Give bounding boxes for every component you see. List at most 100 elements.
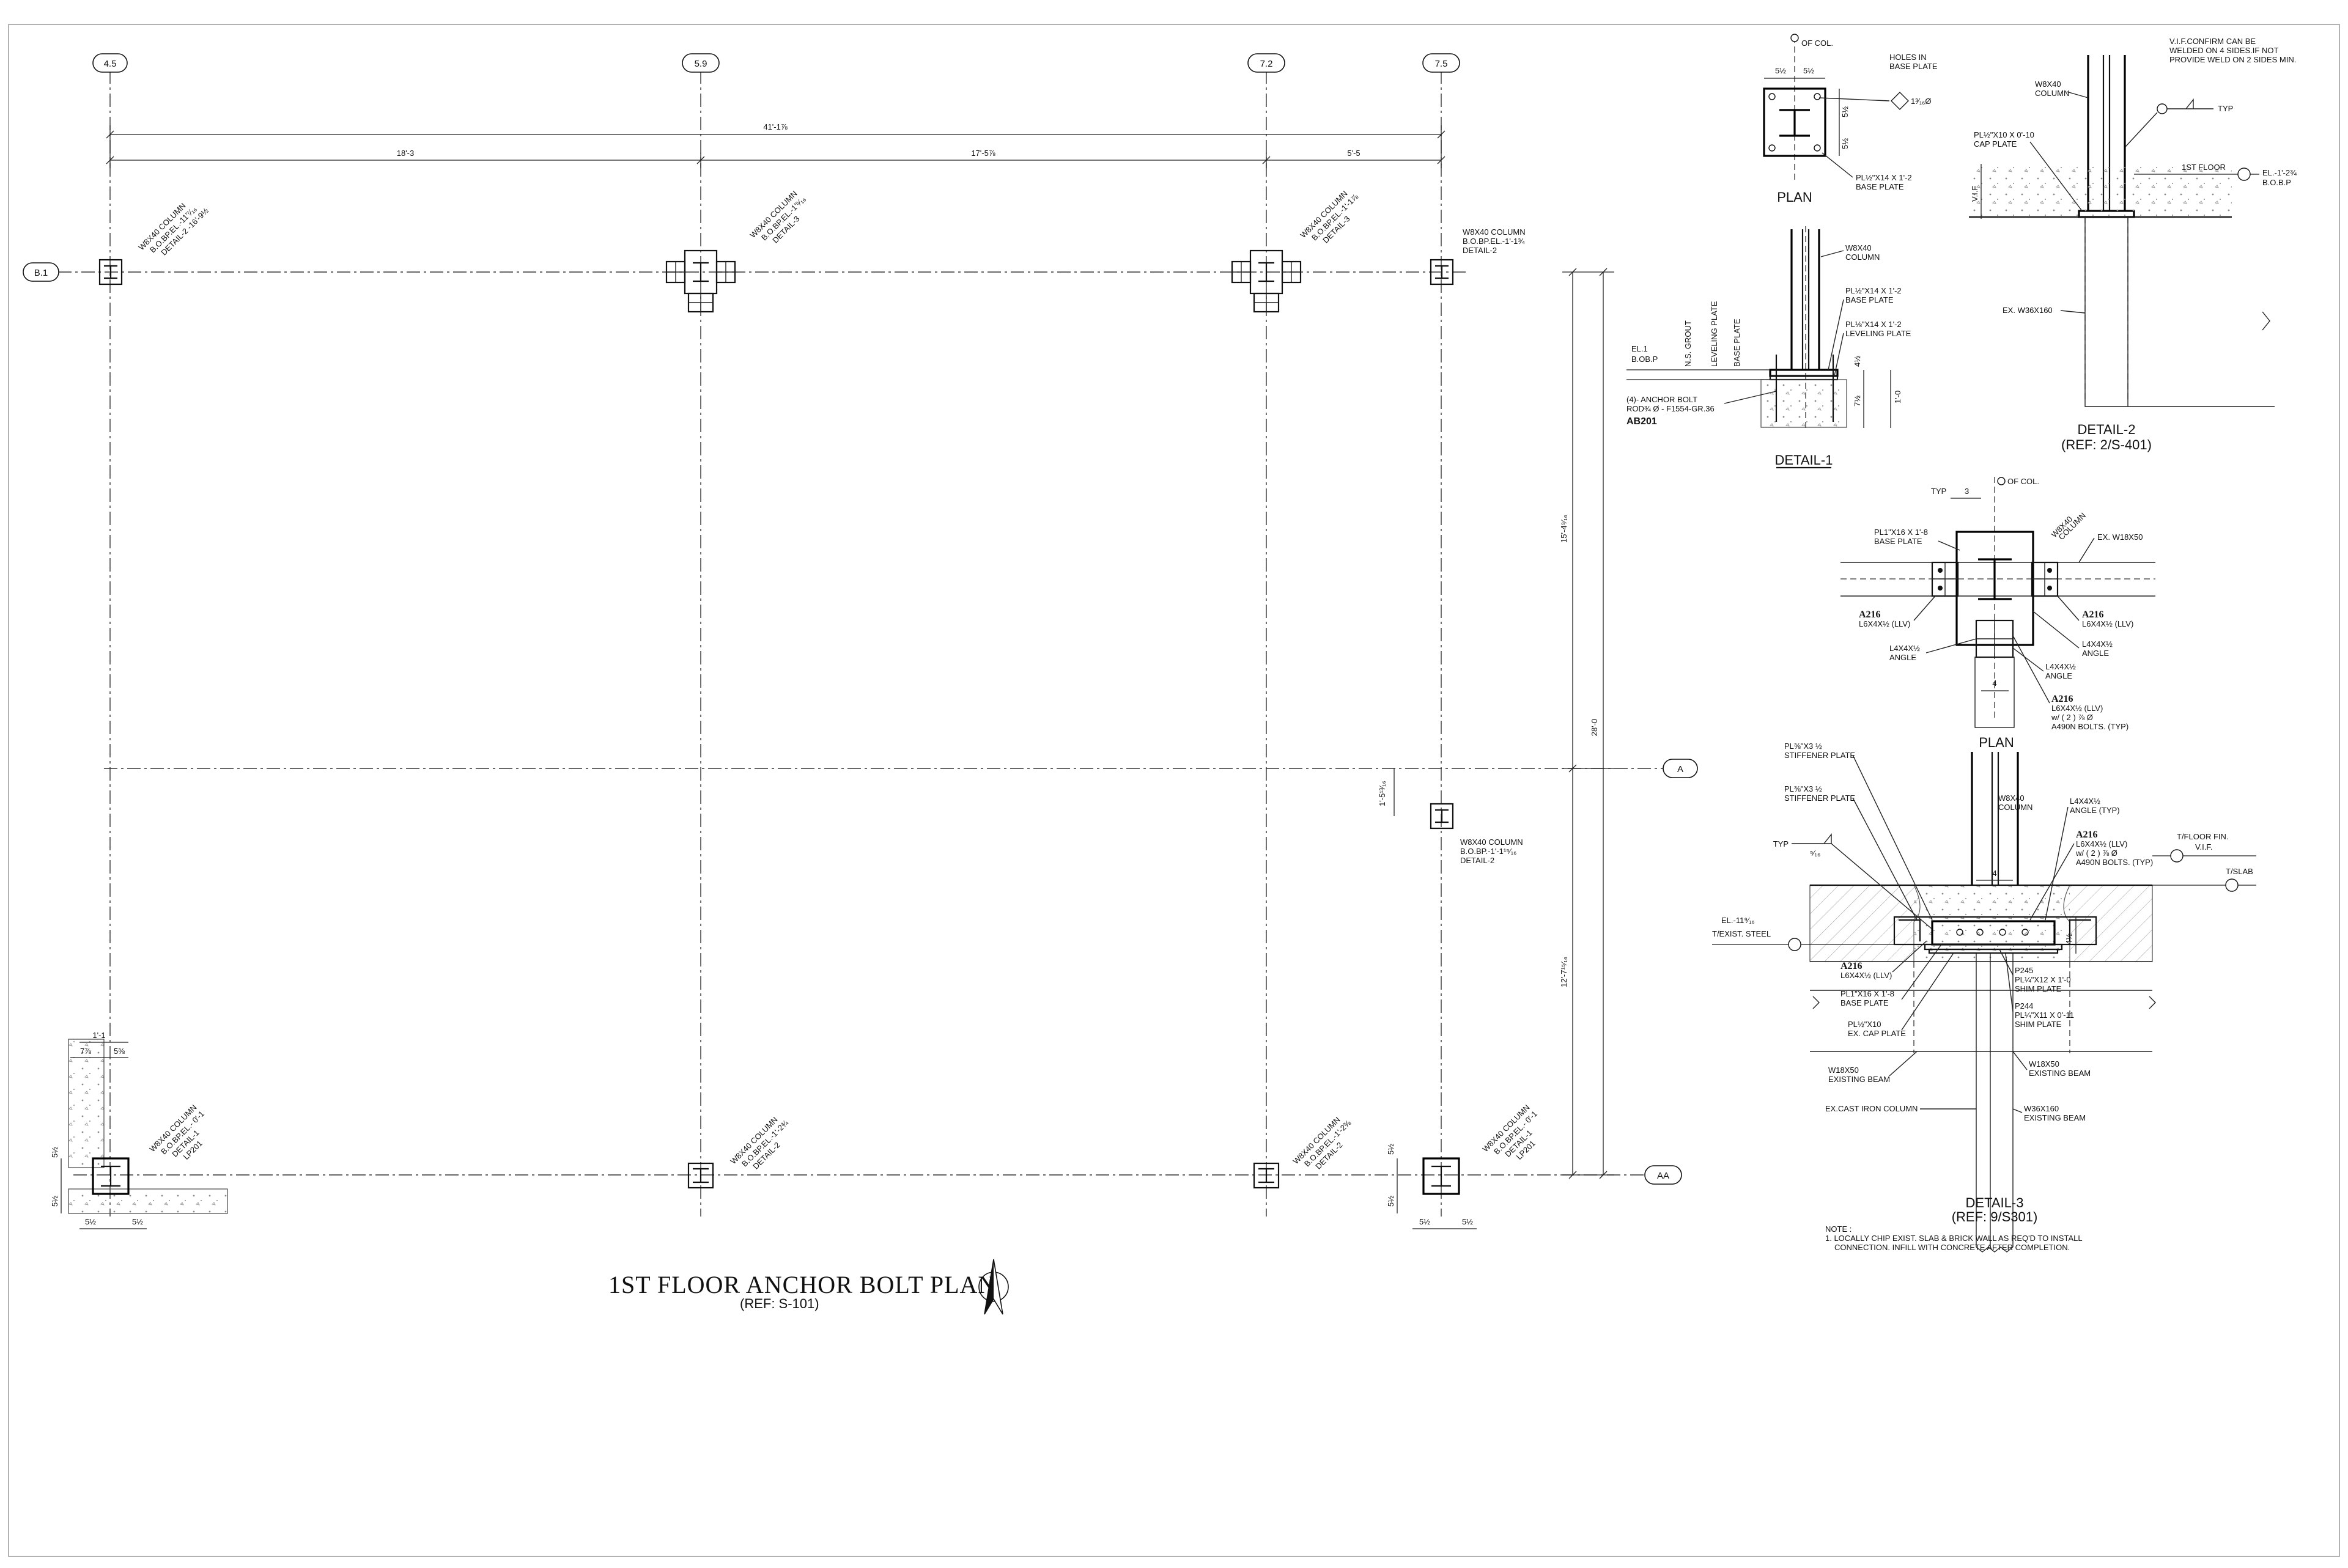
svg-text:PL⅜"X3 ½: PL⅜"X3 ½ xyxy=(1784,784,1822,793)
column-aa-5-9 xyxy=(687,1162,714,1189)
svg-text:P245: P245 xyxy=(2015,966,2033,975)
svg-text:4.5: 4.5 xyxy=(104,59,117,69)
svg-text:⁵⁄₁₆: ⁵⁄₁₆ xyxy=(1810,848,1820,858)
detail-3-plan: OF COL. TYP 3 4 PL1"X16 X 1'-8 BASE PLAT… xyxy=(1840,477,2155,750)
svg-text:EL.-11⁹⁄₁₆: EL.-11⁹⁄₁₆ xyxy=(1721,916,1755,925)
svg-text:CAP PLATE: CAP PLATE xyxy=(1974,139,2017,149)
svg-text:3: 3 xyxy=(1965,487,1969,496)
svg-text:W36X160: W36X160 xyxy=(2024,1104,2059,1113)
detail-2: V.I.F V.I.F.CONFIRM CAN BE WELDED ON 4 S… xyxy=(1969,37,2297,452)
svg-text:5½: 5½ xyxy=(1840,106,1850,117)
svg-text:PL¼"X11 X 0'-11: PL¼"X11 X 0'-11 xyxy=(2015,1010,2074,1020)
svg-text:BASE PLATE: BASE PLATE xyxy=(1856,182,1904,191)
detail-1: OF COL. 5½ 5½ 5½ 5½ HOLES IN BASE PLATE … xyxy=(1626,34,1938,469)
svg-text:(4)- ANCHOR BOLT: (4)- ANCHOR BOLT xyxy=(1626,395,1697,404)
svg-text:5½: 5½ xyxy=(1386,1196,1395,1207)
svg-text:STIFFENER PLATE: STIFFENER PLATE xyxy=(1784,751,1855,760)
svg-text:PL½"X14 X 1'-2: PL½"X14 X 1'-2 xyxy=(1856,173,1912,182)
svg-text:5½: 5½ xyxy=(50,1196,59,1207)
svg-text:L6X4X½ (LLV): L6X4X½ (LLV) xyxy=(2051,704,2103,713)
svg-text:BASE PLATE: BASE PLATE xyxy=(1889,62,1938,71)
svg-text:1'-1: 1'-1 xyxy=(92,1031,105,1040)
svg-text:L6X4X½ (LLV): L6X4X½ (LLV) xyxy=(1859,619,1910,628)
svg-text:EX. W18X50: EX. W18X50 xyxy=(2097,532,2143,542)
grid-bubble-5-9: 5.9 xyxy=(682,53,720,73)
column-tag-9: W8X40 COLUMN B.O.BP.EL.- 0'-1 DETAIL-1 L… xyxy=(1481,1103,1539,1161)
svg-text:A490N BOLTS. (TYP): A490N BOLTS. (TYP) xyxy=(2051,722,2128,731)
svg-text:W8X40: W8X40 xyxy=(1998,793,2025,803)
svg-text:L4X4X½: L4X4X½ xyxy=(2045,662,2076,671)
svg-text:LEVELING PLATE: LEVELING PLATE xyxy=(1710,301,1719,367)
svg-text:L6X4X½ (LLV): L6X4X½ (LLV) xyxy=(2076,839,2127,848)
svg-text:L4X4X½: L4X4X½ xyxy=(2082,639,2113,649)
svg-text:EX. CAP PLATE: EX. CAP PLATE xyxy=(1848,1029,1906,1038)
note-line-1: 1. LOCALLY CHIP EXIST. SLAB & BRICK WALL… xyxy=(1825,1234,2083,1243)
column-tag-3: W8X40 COLUMN B.O.BP.EL.-1'-1⅞ DETAIL-3 xyxy=(1299,189,1360,245)
svg-text:5⅜: 5⅜ xyxy=(114,1047,125,1056)
plan-ref: (REF: S-101) xyxy=(740,1296,819,1311)
detail-3-section: 4 4½ PL⅜"X3 ½ STIFFENER PLATE PL⅜"X3 ½ S… xyxy=(1712,742,2256,1253)
dim-15-4: 15'-4⁹⁄₁₆ xyxy=(1559,515,1568,543)
column-tag-5: W8X40 COLUMN B.O.BP.-1'-1¹⁵⁄₁₆ DETAIL-2 xyxy=(1460,837,1523,865)
svg-text:BASE PLATE: BASE PLATE xyxy=(1874,537,1922,546)
detail-3-plan-label: PLAN xyxy=(1979,735,2014,750)
svg-text:A216: A216 xyxy=(1859,609,1881,620)
svg-text:B.OB.P: B.OB.P xyxy=(1631,355,1658,364)
svg-text:A216: A216 xyxy=(1840,961,1863,971)
svg-text:PL1"X16 X 1'-8: PL1"X16 X 1'-8 xyxy=(1840,989,1894,998)
svg-text:V.I.F.: V.I.F. xyxy=(2195,842,2212,852)
detail-2-ref: (REF: 2/S-401) xyxy=(2061,437,2152,452)
dim-overall: 41'-1⅞ xyxy=(763,122,788,131)
svg-text:W8X40: W8X40 xyxy=(2035,79,2061,89)
svg-text:N.S. GROUT: N.S. GROUT xyxy=(1683,320,1693,367)
corner-dimensions: 1'-1 7⅞ 5⅜ 5½ 5½ 5½ 5½ 5½ 5½ 5½ 5½ xyxy=(50,1031,1477,1229)
grid-bubble-aa: AA xyxy=(1644,1165,1682,1185)
grid-bubble-a: A xyxy=(1663,759,1698,778)
svg-text:7½: 7½ xyxy=(1853,396,1862,407)
svg-text:V.I.F.CONFIRM CAN BE: V.I.F.CONFIRM CAN BE xyxy=(2169,37,2256,46)
svg-text:B.O.BP.-1'-1¹⁵⁄₁₆: B.O.BP.-1'-1¹⁵⁄₁₆ xyxy=(1460,847,1516,856)
column-b1-5-9 xyxy=(665,249,736,313)
svg-text:7⅞: 7⅞ xyxy=(80,1047,91,1056)
dim-17-5: 17'-5⅞ xyxy=(971,149,995,158)
svg-text:OF COL.: OF COL. xyxy=(1801,39,1833,48)
svg-text:SHIM PLATE: SHIM PLATE xyxy=(2015,984,2062,993)
grid-bubble-7-2: 7.2 xyxy=(1247,53,1285,73)
svg-text:5½: 5½ xyxy=(50,1147,59,1158)
svg-text:A: A xyxy=(1677,764,1683,775)
svg-text:EXISTING BEAM: EXISTING BEAM xyxy=(1828,1075,1890,1084)
svg-text:4: 4 xyxy=(1992,869,1996,878)
svg-text:PL½"X14 X 1'-2: PL½"X14 X 1'-2 xyxy=(1845,286,1902,295)
svg-text:PL⅛"X14 X 1'-2: PL⅛"X14 X 1'-2 xyxy=(1845,320,1902,329)
svg-text:PL½"X10: PL½"X10 xyxy=(1848,1020,1881,1029)
svg-text:COLUMN: COLUMN xyxy=(1845,252,1880,262)
plan-title-block: 1ST FLOOR ANCHOR BOLT PLAN (REF: S-101) xyxy=(608,1259,1009,1315)
dim-12-7: 12'-7¹⁵⁄₁₆ xyxy=(1559,957,1568,987)
svg-text:STIFFENER PLATE: STIFFENER PLATE xyxy=(1784,793,1855,803)
svg-text:PL1"X16 X 1'-8: PL1"X16 X 1'-8 xyxy=(1874,528,1928,537)
svg-text:5.9: 5.9 xyxy=(695,59,707,69)
dim-18-3: 18'-3 xyxy=(397,149,415,158)
svg-text:5½: 5½ xyxy=(132,1217,143,1226)
svg-text:A216: A216 xyxy=(2051,694,2073,704)
grid-bubble-b-1: B.1 xyxy=(23,262,59,282)
svg-text:DETAIL-2: DETAIL-2 xyxy=(1463,246,1497,255)
svg-text:ANGLE: ANGLE xyxy=(2082,649,2109,658)
svg-text:TYP: TYP xyxy=(2218,104,2233,113)
svg-text:5½: 5½ xyxy=(85,1217,96,1226)
svg-text:COLUMN: COLUMN xyxy=(1998,803,2032,812)
svg-text:W18X50: W18X50 xyxy=(2029,1059,2059,1069)
north-arrow-icon xyxy=(978,1259,1009,1315)
column-tag-2: W8X40 COLUMN B.O.BP.EL.-1'⁵⁄₁₆ DETAIL-3 xyxy=(748,189,808,245)
svg-text:B.O.BP.EL.-1'-1¾: B.O.BP.EL.-1'-1¾ xyxy=(1463,237,1524,246)
svg-text:OF COL.: OF COL. xyxy=(2007,477,2039,486)
svg-text:SHIM PLATE: SHIM PLATE xyxy=(2015,1020,2062,1029)
svg-text:W18X50: W18X50 xyxy=(1828,1066,1859,1075)
sheet-border xyxy=(8,24,2340,1557)
svg-text:TYP: TYP xyxy=(1931,487,1946,496)
svg-text:W8X40: W8X40 xyxy=(1845,243,1872,252)
plan-grid xyxy=(58,70,1663,1216)
svg-text:W8X40 COLUMN: W8X40 COLUMN xyxy=(1463,227,1526,237)
column-b1-4-5 xyxy=(98,259,123,285)
